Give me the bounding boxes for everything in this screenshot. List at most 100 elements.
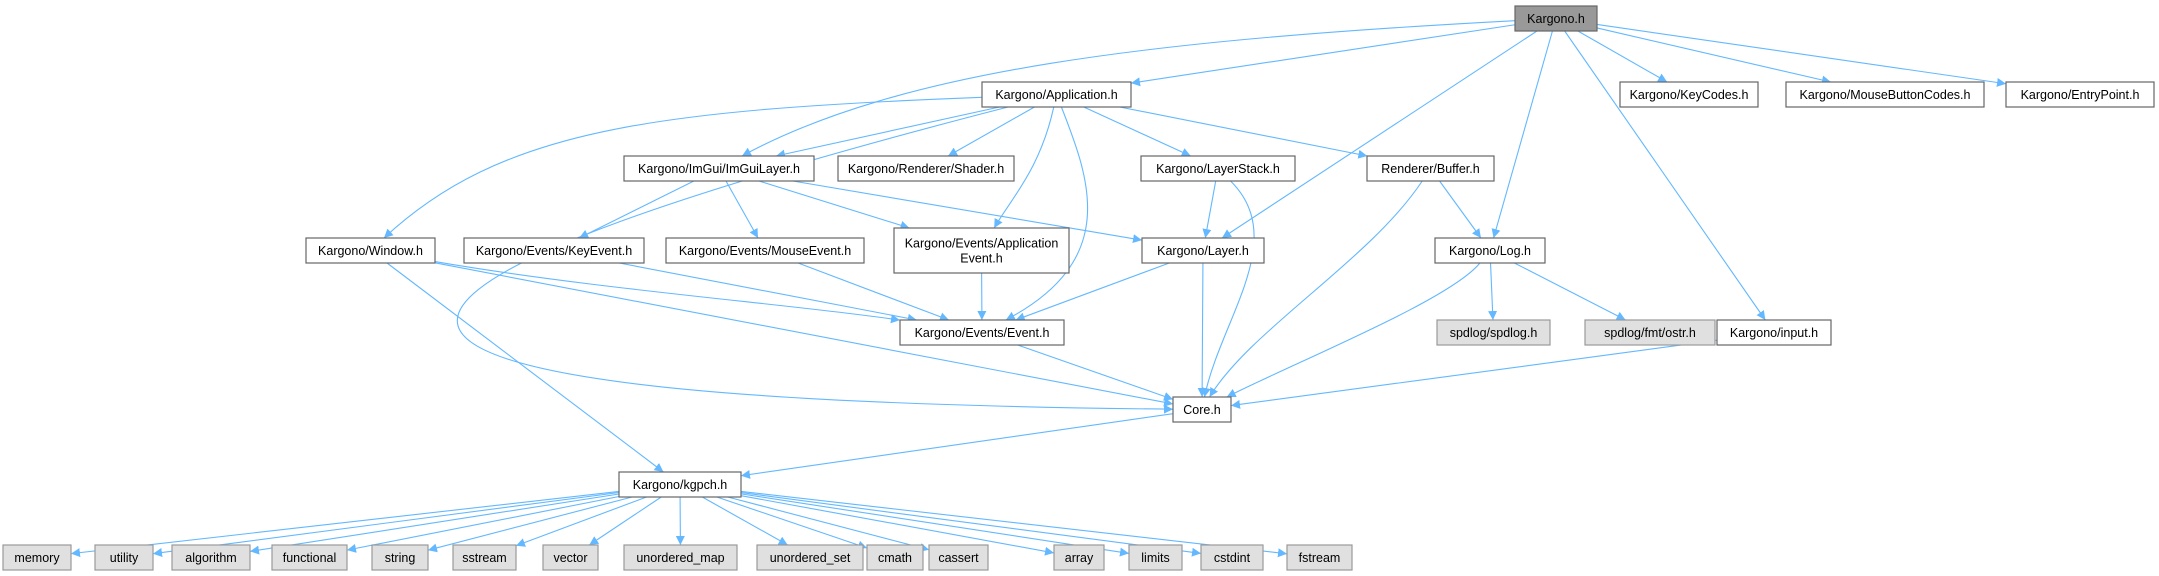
node-array[interactable]: array xyxy=(1053,544,1105,571)
edge-kgpch-h-to-sstream xyxy=(515,496,647,547)
node-fstream[interactable]: fstream xyxy=(1286,544,1353,571)
node-imguilayer-h[interactable]: Kargono/ImGui/ImGuiLayer.h xyxy=(623,155,815,182)
node-box xyxy=(1286,544,1353,571)
node-memory[interactable]: memory xyxy=(2,544,72,571)
node-box xyxy=(94,544,154,571)
node-label: Kargono/ImGui/ImGuiLayer.h xyxy=(638,162,800,176)
edge-kargono-h-to-entrypoint-h xyxy=(1596,23,2007,87)
edge-window-h-to-event-h xyxy=(434,261,901,324)
edge-application-h-to-layerstack-h xyxy=(1083,106,1191,157)
edge-layer-h-to-event-h xyxy=(1015,262,1170,322)
edge-kargono-h-to-layer-h xyxy=(1221,30,1538,239)
node-cstdint[interactable]: cstdint xyxy=(1200,544,1264,571)
node-box xyxy=(371,544,429,571)
node-label: unordered_map xyxy=(636,551,724,565)
node-label: algorithm xyxy=(185,551,236,565)
node-box xyxy=(1436,319,1551,346)
node-label: sstream xyxy=(462,551,506,565)
node-unordered-set[interactable]: unordered_set xyxy=(756,544,864,571)
node-box xyxy=(1172,396,1232,423)
node-keyevent-h[interactable]: Kargono/Events/KeyEvent.h xyxy=(463,237,645,264)
edge-kgpch-h-to-cassert xyxy=(727,496,930,552)
node-label: unordered_set xyxy=(770,551,851,565)
node-box xyxy=(928,544,989,571)
node-shader-h[interactable]: Kargono/Renderer/Shader.h xyxy=(837,155,1015,182)
node-buffer-h[interactable]: Renderer/Buffer.h xyxy=(1366,155,1495,182)
node-label: Kargono/Events/Application xyxy=(905,237,1059,251)
edge-window-h-to-kgpch-h xyxy=(386,262,664,473)
node-cassert[interactable]: cassert xyxy=(928,544,989,571)
node-label: Kargono/kgpch.h xyxy=(633,478,728,492)
node-unordered-map[interactable]: unordered_map xyxy=(623,544,738,571)
node-box xyxy=(1140,155,1296,182)
node-kgpch-h[interactable]: Kargono/kgpch.h xyxy=(618,471,742,498)
node-box xyxy=(542,544,599,571)
node-label: spdlog/fmt/ostr.h xyxy=(1604,326,1696,340)
node-mousebuttoncodes-h[interactable]: Kargono/MouseButtonCodes.h xyxy=(1785,81,1985,108)
node-event-h[interactable]: Kargono/Events/Event.h xyxy=(899,319,1065,346)
node-box xyxy=(2,544,72,571)
node-layerstack-h[interactable]: Kargono/LayerStack.h xyxy=(1140,155,1296,182)
edge-kgpch-h-to-vector xyxy=(588,496,662,546)
node-label: Kargono/Events/KeyEvent.h xyxy=(476,244,632,258)
edge-application-h-to-appevent-h xyxy=(993,106,1055,229)
edge-imguilayer-h-to-keyevent-h xyxy=(578,180,695,239)
node-label: limits xyxy=(1141,551,1169,565)
edge-buffer-h-to-core-h xyxy=(1209,180,1423,398)
node-spdlog-h[interactable]: spdlog/spdlog.h xyxy=(1436,319,1551,346)
node-cmath[interactable]: cmath xyxy=(866,544,924,571)
node-box xyxy=(1141,237,1265,264)
node-window-h[interactable]: Kargono/Window.h xyxy=(305,237,436,264)
edge-kargono-h-to-input-h xyxy=(1564,30,1766,321)
node-label: string xyxy=(385,551,416,565)
node-label: cmath xyxy=(878,551,912,565)
node-layer-h[interactable]: Kargono/Layer.h xyxy=(1141,237,1265,264)
edge-application-h-to-imguilayer-h xyxy=(775,106,1000,159)
edge-kgpch-h-to-memory xyxy=(70,490,620,558)
node-label: Kargono/MouseButtonCodes.h xyxy=(1800,88,1971,102)
node-core-h[interactable]: Core.h xyxy=(1172,396,1232,423)
node-box xyxy=(1128,544,1183,571)
node-label: Kargono/KeyCodes.h xyxy=(1630,88,1749,102)
node-string[interactable]: string xyxy=(371,544,429,571)
node-box xyxy=(1200,544,1264,571)
node-label: memory xyxy=(14,551,60,565)
node-box xyxy=(1514,5,1598,32)
node-ostr-h[interactable]: spdlog/fmt/ostr.h xyxy=(1584,319,1716,346)
node-label: Kargono/Window.h xyxy=(318,244,423,258)
node-box xyxy=(463,237,645,264)
node-label: Kargono/LayerStack.h xyxy=(1156,162,1280,176)
node-box xyxy=(1584,319,1716,346)
node-mouseevent-h[interactable]: Kargono/Events/MouseEvent.h xyxy=(665,237,865,264)
node-kargono-h[interactable]: Kargono.h xyxy=(1514,5,1598,32)
node-utility[interactable]: utility xyxy=(94,544,154,571)
edge-kargono-h-to-log-h xyxy=(1491,30,1553,239)
edge-kgpch-h-to-limits xyxy=(740,493,1130,557)
node-label: Kargono/Application.h xyxy=(995,88,1117,102)
node-limits[interactable]: limits xyxy=(1128,544,1183,571)
node-keycodes-h[interactable]: Kargono/KeyCodes.h xyxy=(1619,81,1759,108)
node-sstream[interactable]: sstream xyxy=(452,544,517,571)
node-algorithm[interactable]: algorithm xyxy=(171,544,251,571)
node-label: Kargono/Layer.h xyxy=(1157,244,1249,258)
edge-input-h-to-core-h xyxy=(1230,339,1718,409)
node-box xyxy=(623,544,738,571)
edge-kargono-h-to-keycodes-h xyxy=(1577,30,1668,83)
node-functional[interactable]: functional xyxy=(271,544,348,571)
node-log-h[interactable]: Kargono/Log.h xyxy=(1434,237,1546,264)
node-entrypoint-h[interactable]: Kargono/EntryPoint.h xyxy=(2005,81,2155,108)
edge-kgpch-h-to-array xyxy=(740,495,1055,556)
node-label: Kargono/Events/Event.h xyxy=(915,326,1050,340)
node-box xyxy=(1434,237,1546,264)
edge-layer-h-to-core-h xyxy=(1197,262,1207,398)
node-box xyxy=(981,81,1132,108)
node-vector[interactable]: vector xyxy=(542,544,599,571)
node-label: fstream xyxy=(1299,551,1341,565)
node-input-h[interactable]: Kargono/input.h xyxy=(1716,319,1832,346)
node-application-h[interactable]: Kargono/Application.h xyxy=(981,81,1132,108)
edge-event-h-to-core-h xyxy=(1017,344,1174,401)
node-box xyxy=(899,319,1065,346)
edge-kgpch-h-to-string xyxy=(427,496,633,553)
node-box xyxy=(271,544,348,571)
